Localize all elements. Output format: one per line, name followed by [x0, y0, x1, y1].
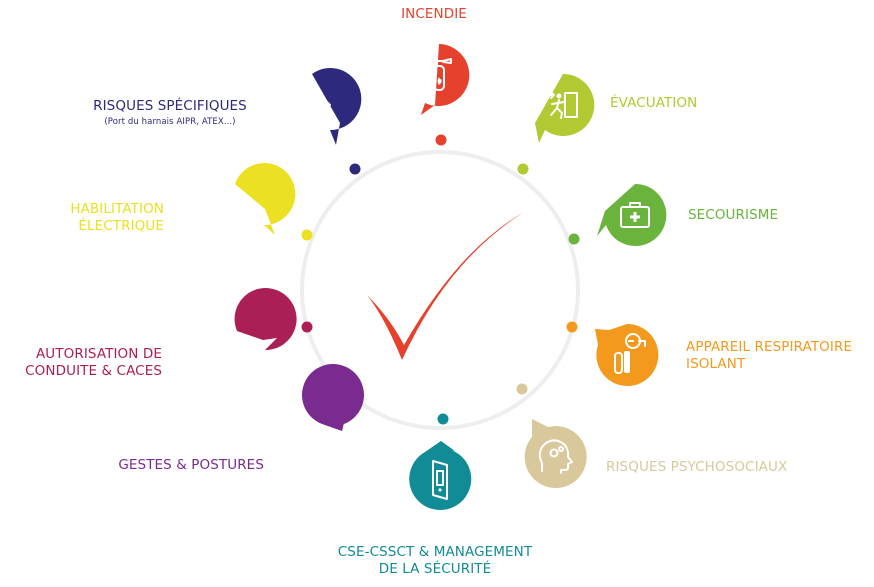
label-autorisation-text-2: CONDUITE & CACES [25, 363, 162, 379]
label-cse: CSE-CSSCT & MANAGEMENT DE LA SÉCURITÉ [300, 544, 570, 578]
badge-psycho[interactable] [521, 419, 591, 492]
label-specifiques: RISQUES SPÉCIFIQUES (Port du harnais AIP… [60, 98, 280, 129]
ring-dot-psycho [516, 383, 528, 395]
badge-gestes-shape [301, 364, 364, 470]
label-incendie: INCENDIE [364, 6, 504, 23]
badge-specifiques[interactable] [277, 68, 362, 145]
badge-gestes[interactable] [287, 364, 364, 490]
badge-autorisation[interactable] [202, 288, 297, 397]
label-gestes-text: GESTES & POSTURES [118, 457, 264, 473]
badge-incendie-shape [421, 44, 470, 115]
fire-extinguisher-icon [427, 58, 452, 91]
ring-dot-secourisme [568, 233, 580, 245]
label-secourisme: SECOURISME [688, 207, 778, 224]
label-appareil: APPAREIL RESPIRATOIRE ISOLANT [686, 339, 852, 373]
badge-psycho-shape [524, 419, 587, 488]
badge-habilitation-shape [216, 163, 296, 235]
badge-evacuation[interactable] [528, 70, 598, 143]
ring-dot-habilitation [301, 229, 313, 241]
badge-secourisme-shape [597, 183, 667, 246]
badge-incendie[interactable] [404, 40, 474, 115]
check-mark [367, 212, 524, 360]
badge-appareil[interactable] [592, 320, 662, 390]
hazard-worker-icon [293, 86, 331, 124]
label-appareil-text: APPAREIL RESPIRATOIRE [686, 339, 853, 355]
badge-habilitation[interactable] [200, 163, 296, 250]
badge-specifiques-shape [293, 68, 362, 145]
label-habilitation-text-2: ÉLECTRIQUE [78, 218, 164, 234]
ring-dot-cse [437, 413, 449, 425]
head-gears-icon [538, 439, 573, 474]
label-cse-text-2: DE LA SÉCURITÉ [378, 561, 492, 577]
ring-dot-incendie [435, 134, 447, 146]
central-ring [300, 150, 580, 430]
electrical-hazard-icon [216, 196, 254, 230]
binder-icon [432, 460, 448, 500]
exit-door-icon [546, 91, 578, 119]
badge-cse-shape [409, 441, 472, 510]
badge-secourisme[interactable] [597, 180, 670, 250]
label-habilitation: HABILITATION ÉLECTRIQUE [70, 201, 164, 235]
label-cse-text: CSE-CSSCT & MANAGEMENT [337, 544, 533, 560]
label-psycho: RISQUES PSYCHOSOCIAUX [606, 459, 787, 476]
badge-evacuation-shape [535, 73, 595, 143]
ring-dot-evacuation [517, 163, 529, 175]
badge-cse[interactable] [406, 441, 476, 514]
person-lifting-icon [306, 438, 335, 470]
label-autorisation-text: AUTORISATION DE [35, 346, 162, 362]
badge-autorisation-shape [222, 288, 297, 378]
label-specifiques-text: RISQUES SPÉCIFIQUES [93, 98, 247, 114]
label-gestes: GESTES & POSTURES [118, 457, 264, 474]
first-aid-kit-icon [620, 202, 650, 228]
label-specifiques-sub: (Port du harnais AIPR, ATEX...) [104, 117, 236, 127]
label-incendie-text: INCENDIE [401, 6, 467, 22]
ring-dot-appareil [566, 321, 578, 333]
label-evacuation: ÉVACUATION [610, 95, 697, 112]
breathing-apparatus-icon [614, 333, 646, 374]
label-autorisation: AUTORISATION DE CONDUITE & CACES [25, 346, 162, 380]
label-habilitation-text: HABILITATION [70, 201, 164, 217]
ring-dot-specifiques [349, 163, 361, 175]
ring-dot-autorisation [301, 321, 313, 333]
forklift-icon [222, 347, 260, 378]
label-appareil-text-2: ISOLANT [686, 356, 746, 372]
label-psycho-text: RISQUES PSYCHOSOCIAUX [606, 459, 788, 475]
label-evacuation-text: ÉVACUATION [610, 95, 698, 111]
label-secourisme-text: SECOURISME [688, 207, 779, 223]
badge-appareil-shape [595, 323, 659, 386]
